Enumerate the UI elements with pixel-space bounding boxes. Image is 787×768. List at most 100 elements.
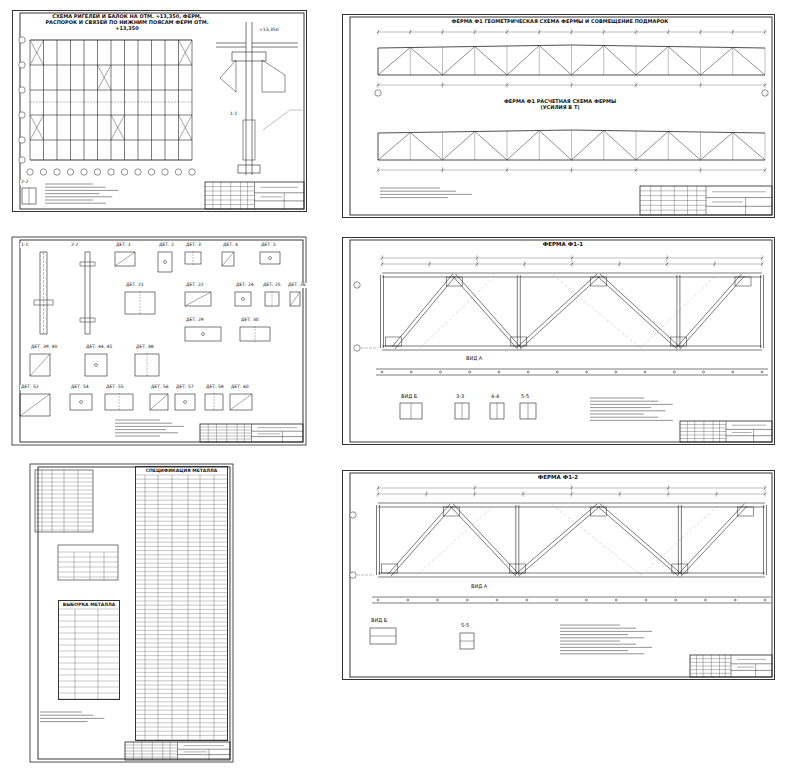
chamfer-line [222,252,234,266]
axis-bubble [375,90,381,96]
plate-outline [80,318,95,322]
diagonal [681,506,747,576]
gusset-plate [509,564,525,573]
bottom-chord [410,160,442,161]
title-block [680,435,726,436]
extension-line [442,82,443,88]
table-column [200,475,201,741]
bottom-chord [443,75,475,76]
view-label: ДЕТ. 48 [135,345,155,350]
bracing-line [179,115,193,140]
note-text-line [560,637,644,638]
diagonal [410,133,442,161]
top-chord [443,46,475,48]
extension-line [636,167,637,173]
sheet-heading: ФЕРМА Ф1-1 [523,241,603,247]
beam-stub [252,43,298,44]
title-block [244,424,245,442]
note-text-line [40,712,82,713]
extension-line [474,29,475,35]
note-text-line [115,436,160,437]
top-chord [701,132,733,134]
bracing-line [30,40,44,65]
title-block [212,182,213,209]
diagonal [597,506,678,576]
extension-line [667,261,668,267]
gusset-plate [591,277,607,286]
table-row [58,577,118,578]
axis-line [272,291,273,307]
top-chord [378,503,765,504]
axis-bubble [40,169,46,175]
top-chord [572,45,604,47]
table-column [75,609,76,700]
title-text-line [732,425,766,426]
plan-truss [97,40,98,160]
bolt-hole [586,371,588,373]
title-block [230,182,231,209]
diagonal [600,274,680,347]
title-block [696,655,697,677]
axis-line [43,252,44,334]
view-label: ДЕТ. 24 [235,283,255,288]
end-post [763,505,764,575]
bracing-line [30,115,44,140]
bracing-line [111,115,125,140]
diagonal [516,504,597,574]
top-chord [378,47,410,49]
detail-plate [135,354,159,376]
title-block [755,664,756,677]
title-block [200,439,252,440]
table-row [58,615,120,616]
bolt-hole [556,371,558,373]
vertical [442,47,443,75]
top-chord [636,131,668,133]
title-block [125,742,230,760]
end-post [763,275,764,348]
inner-frame [20,13,304,209]
view-label: ДЕТ. 57 [175,385,195,390]
note-text-line [560,625,620,626]
view-label: ВИД Б [370,618,388,624]
title-block [205,191,255,192]
axis-line [255,326,256,342]
section-mark: 2-2 [70,243,79,248]
title-block [690,662,731,663]
plan-truss [124,40,125,160]
reference-line [552,505,641,575]
detail-plate [30,354,50,376]
extension-line [714,261,715,267]
vertical [603,131,604,161]
vertical [571,130,572,160]
title-block [208,424,209,442]
bolt-hole [732,371,734,373]
chamfer-line [115,252,135,266]
strut-line [125,102,139,103]
title-block [237,424,238,442]
bottom-chord [475,160,507,161]
column [252,22,253,175]
plan-truss [84,40,85,160]
detail-plate [230,394,252,410]
detail-plate [185,327,221,341]
note-text-line [115,423,172,424]
title-block [731,663,772,664]
title-block [282,431,283,442]
bottom-chord [668,75,700,76]
table-row [58,645,120,646]
axis-bubble [121,169,127,175]
elevation-mark: +13,350 [258,28,280,33]
gusset-plate [444,507,460,516]
axis-bubble [762,90,768,96]
table-row [58,562,118,563]
view-label: ДЕТ. 52 [20,385,40,390]
table-row [58,663,120,664]
title-block [753,429,754,442]
inner-frame [350,17,772,215]
diagonal [453,276,518,349]
detail-plate [240,327,270,341]
title-block [640,195,706,196]
gusset-plate [672,564,688,573]
plate-outline [34,300,53,305]
title-block [178,754,231,755]
